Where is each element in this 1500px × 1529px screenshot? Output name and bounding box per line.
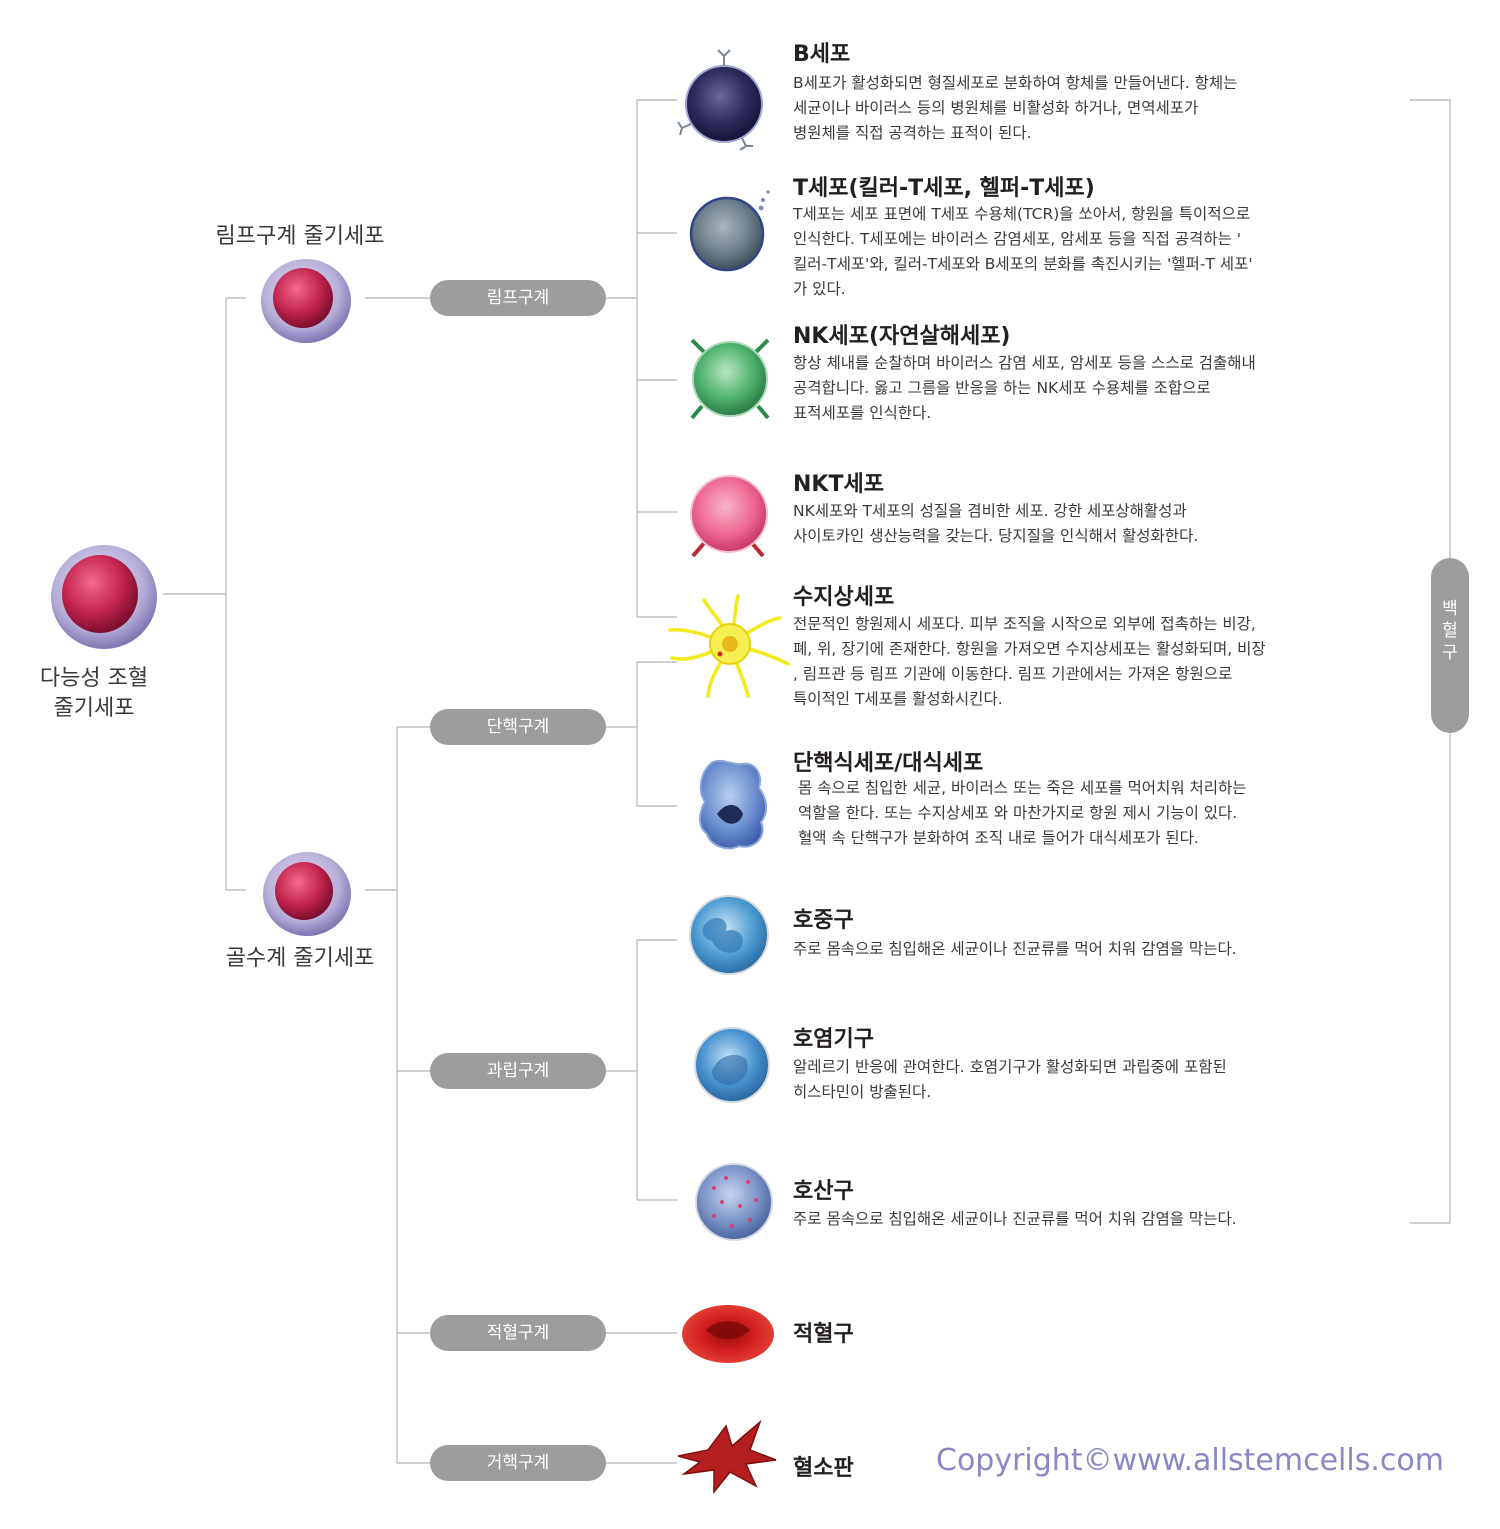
t-cell-image: [683, 186, 773, 274]
erythrocyte-title: 적혈구: [793, 1322, 854, 1347]
b-cell-desc: B세포가 활성화되면 형질세포로 분화하여 항체를 만들어낸다. 항체는 세균이…: [793, 71, 1403, 146]
eosinophil-image: [692, 1160, 776, 1244]
dendritic-cell-desc-line: 전문적인 항원제시 세포다. 피부 조직을 시작으로 외부에 접촉하는 비강,: [793, 615, 1256, 633]
platelet-title: 혈소판: [793, 1456, 854, 1481]
dendritic-cell-desc: 전문적인 항원제시 세포다. 피부 조직을 시작으로 외부에 접촉하는 비강, …: [793, 612, 1403, 712]
pill-megakaryocyte: 거핵구계: [430, 1445, 606, 1481]
neutrophil-title: 호중구: [793, 908, 854, 933]
nk-cell-desc: 항상 체내를 순찰하며 바이러스 감염 세포, 암세포 등을 스스로 검출해내 …: [793, 351, 1403, 426]
basophil-desc: 알레르기 반응에 관여한다. 호염기구가 활성화되면 과립중에 포함된 히스타민…: [793, 1055, 1403, 1105]
basophil-desc-line: 알레르기 반응에 관여한다. 호염기구가 활성화되면 과립중에 포함된: [793, 1058, 1227, 1076]
lymphoid-stem-cell-image: [258, 256, 354, 346]
pill-erythroid: 적혈구계: [430, 1315, 606, 1351]
macrophage-desc-line: 역할을 한다. 또는 수지상세포 와 마찬가지로 항원 제시 기능이 있다.: [798, 804, 1238, 822]
nkt-cell-desc-line: 사이토카인 생산능력을 갖는다. 당지질을 인식해서 활성화한다.: [793, 527, 1199, 545]
b-cell-desc-line: 세균이나 바이러스 등의 병원체를 비활성화 하거나, 면역세포가: [793, 99, 1199, 117]
nk-cell-desc-line: 항상 체내를 순찰하며 바이러스 감염 세포, 암세포 등을 스스로 검출해내: [793, 354, 1256, 372]
nk-cell-title: NK세포(자연살해세포): [793, 324, 1011, 349]
nk-cell-desc-line: 공격합니다. 옳고 그름을 반응을 하는 NK세포 수용체를 조합으로: [793, 379, 1211, 397]
macrophage-desc: 몸 속으로 침입한 세균, 바이러스 또는 죽은 세포를 먹어치워 처리하는 역…: [798, 776, 1408, 851]
neutrophil-desc: 주로 몸속으로 침입해온 세균이나 진균류를 먹어 치워 감염을 막는다.: [793, 937, 1403, 962]
t-cell-desc-line: 인식한다. T세포에는 바이러스 감염세포, 암세포 등을 직접 공격하는 ': [793, 230, 1242, 248]
pill-monocyte: 단핵구계: [430, 709, 606, 745]
b-cell-image: [676, 46, 772, 156]
b-cell-desc-line: 병원체를 직접 공격하는 표적이 된다.: [793, 124, 1032, 142]
pill-granulocyte: 과립구계: [430, 1053, 606, 1089]
basophil-title: 호염기구: [793, 1027, 874, 1052]
macrophage-desc-line: 혈액 속 단핵구가 분화하여 조직 내로 들어가 대식세포가 된다.: [798, 829, 1199, 847]
nkt-cell-desc: NK세포와 T세포의 성질을 겸비한 세포. 강한 세포상해활성과 사이토카인 …: [793, 499, 1403, 549]
pill-lymphoid: 림프구계: [430, 280, 606, 316]
leukocyte-char-3: 구: [1442, 643, 1458, 663]
nk-cell-image: [682, 330, 778, 426]
basophil-image: [690, 1025, 774, 1105]
t-cell-desc-line: T세포는 세포 표면에 T세포 수용체(TCR)을 쏘아서, 항원을 특이적으로: [793, 205, 1251, 223]
hsc-label: 다능성 조혈 줄기세포: [14, 664, 174, 724]
nk-cell-desc-line: 표적세포를 인식한다.: [793, 404, 932, 422]
myeloid-stem-cell-image: [260, 850, 354, 938]
copyright-text: Copyright©www.allstemcells.com: [936, 1443, 1444, 1478]
neutrophil-image: [686, 893, 772, 977]
neutrophil-desc-line: 주로 몸속으로 침입해온 세균이나 진균류를 먹어 치워 감염을 막는다.: [793, 940, 1237, 958]
t-cell-title: T세포(킬러-T세포, 헬퍼-T세포): [793, 176, 1095, 201]
basophil-desc-line: 히스타민이 방출된다.: [793, 1083, 932, 1101]
t-cell-desc: T세포는 세포 표면에 T세포 수용체(TCR)을 쏘아서, 항원을 특이적으로…: [793, 202, 1403, 302]
macrophage-image: [693, 756, 773, 854]
b-cell-desc-line: B세포가 활성화되면 형질세포로 분화하여 항체를 만들어낸다. 항체는: [793, 74, 1238, 92]
dendritic-cell-desc-line: 특이적인 T세포를 활성화시킨다.: [793, 690, 1003, 708]
t-cell-desc-line: 킬러-T세포'와, 킬러-T세포와 B세포의 분화를 촉진시키는 '헬퍼-T 세…: [793, 255, 1253, 273]
leukocyte-char-2: 혈: [1442, 621, 1458, 641]
dendritic-cell-desc-line: , 림프관 등 림프 기관에 이동한다. 림프 기관에서는 가져온 항원으로: [793, 665, 1233, 683]
nkt-cell-desc-line: NK세포와 T세포의 성질을 겸비한 세포. 강한 세포상해활성과: [793, 502, 1187, 520]
leukocyte-group-label: 백 혈 구: [1431, 558, 1469, 733]
hsc-cell-image: [48, 542, 160, 652]
t-cell-desc-line: 가 있다.: [793, 280, 846, 298]
erythrocyte-image: [680, 1302, 776, 1366]
macrophage-desc-line: 몸 속으로 침입한 세균, 바이러스 또는 죽은 세포를 먹어치워 처리하는: [798, 779, 1247, 797]
nkt-cell-image: [683, 470, 775, 562]
nkt-cell-title: NKT세포: [793, 472, 884, 497]
leukocyte-char-1: 백: [1442, 599, 1458, 619]
dendritic-cell-title: 수지상세포: [793, 585, 895, 610]
myeloid-stem-label: 골수계 줄기세포: [225, 946, 375, 971]
eosinophil-title: 호산구: [793, 1179, 854, 1204]
macrophage-title: 단핵식세포/대식세포: [793, 751, 984, 776]
hsc-label-line2: 줄기세포: [53, 696, 135, 721]
hsc-label-line1: 다능성 조혈: [39, 666, 149, 691]
b-cell-title: B세포: [793, 42, 851, 67]
lymphoid-stem-label: 림프구계 줄기세포: [215, 224, 385, 249]
eosinophil-desc-line: 주로 몸속으로 침입해온 세균이나 진균류를 먹어 치워 감염을 막는다.: [793, 1210, 1237, 1228]
dendritic-cell-image: [664, 592, 794, 702]
eosinophil-desc: 주로 몸속으로 침입해온 세균이나 진균류를 먹어 치워 감염을 막는다.: [793, 1207, 1403, 1232]
dendritic-cell-desc-line: 폐, 위, 장기에 존재한다. 항원을 가져오면 수지상세포는 활성화되며, 비…: [793, 640, 1266, 658]
platelet-image: [674, 1420, 778, 1494]
